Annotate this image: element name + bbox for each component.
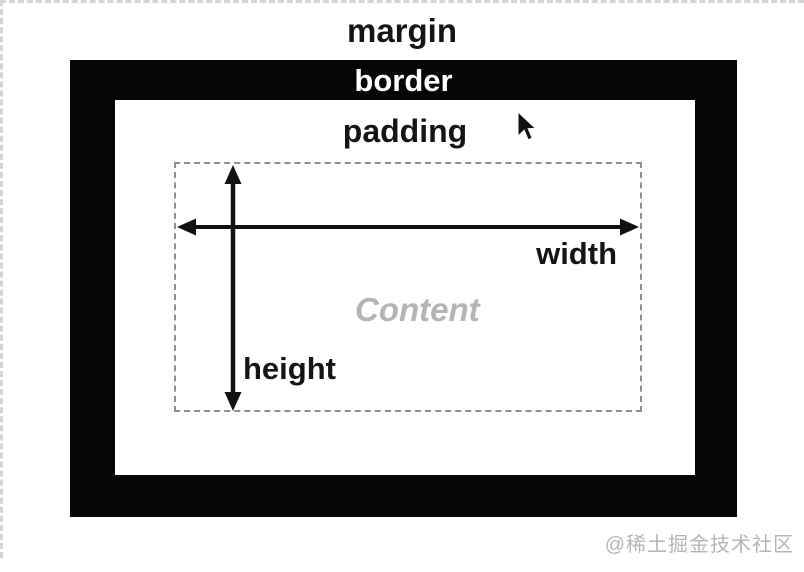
border-label: border (354, 63, 453, 98)
margin-outer-dash-left (0, 0, 3, 558)
margin-outer-dash-top (0, 0, 804, 3)
height-label: height (243, 351, 336, 386)
content-label: Content (355, 291, 480, 328)
border-box: border padding width Content height (70, 60, 737, 517)
mouse-pointer-icon (517, 111, 537, 141)
watermark: @稀土掘金技术社区 (604, 534, 794, 556)
padding-area: padding width Content height (115, 100, 695, 475)
height-arrow (224, 165, 242, 411)
content-box (174, 162, 642, 412)
width-arrow (177, 218, 639, 236)
margin-label: margin (346, 12, 458, 49)
padding-label: padding (342, 113, 468, 149)
width-label: width (536, 236, 617, 271)
